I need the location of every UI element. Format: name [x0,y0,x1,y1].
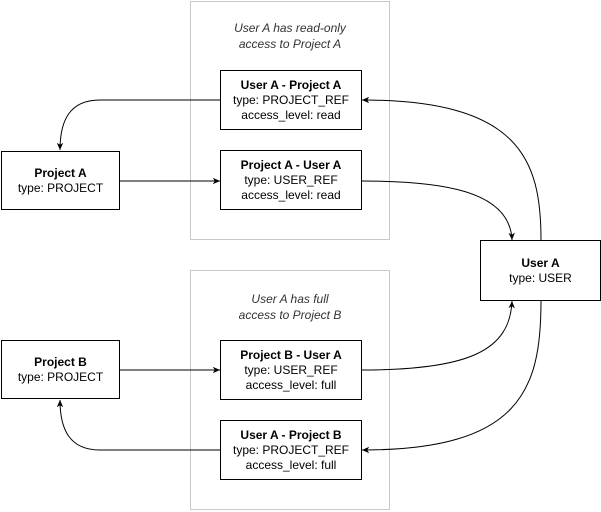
node-project-b: Project B type: PROJECT [1,340,120,399]
node-title: Project B [34,354,87,369]
node-title: User A - Project A [240,77,342,92]
edge-user-a-to-project-ref-b [361,300,542,454]
node-access-level: access_level: full [245,377,337,392]
node-type: type: USER [509,270,572,285]
node-access-level: access_level: read [241,107,341,122]
node-project-a: Project A type: PROJECT [1,151,120,210]
node-type: type: PROJECT [17,369,104,384]
group-label-project-a: User A has read-only access to Project A [234,21,346,51]
edge-project-ref-a-to-project-a [56,99,220,151]
node-access-level: access_level: read [241,187,341,202]
edge-user-a-to-project-ref-a [361,96,542,241]
node-title: Project A - User A [240,157,342,172]
node-access-level: access_level: full [245,457,337,472]
node-type: type: USER_REF [244,172,338,187]
node-project-b-user-a: Project B - User A type: USER_REF access… [220,340,362,400]
node-user-a-project-b: User A - Project B type: PROJECT_REF acc… [220,420,362,480]
group-label-project-b: User A has full access to Project B [238,292,342,322]
node-type: type: PROJECT [17,180,104,195]
node-title: Project A [34,165,87,180]
node-user-a: User A type: USER [480,240,601,301]
node-project-a-user-a: Project A - User A type: USER_REF access… [220,150,362,210]
edge-user-ref-a-to-user-a [361,180,515,241]
edge-user-ref-b-to-user-a [361,300,515,371]
node-title: Project B - User A [240,347,342,362]
node-type: type: USER_REF [244,362,338,377]
edge-project-ref-b-to-project-b [56,399,220,451]
node-type: type: PROJECT_REF [232,92,350,107]
node-title: User A [521,255,560,270]
node-user-a-project-a: User A - Project A type: PROJECT_REF acc… [220,70,362,130]
node-type: type: PROJECT_REF [232,442,350,457]
node-title: User A - Project B [240,427,342,442]
